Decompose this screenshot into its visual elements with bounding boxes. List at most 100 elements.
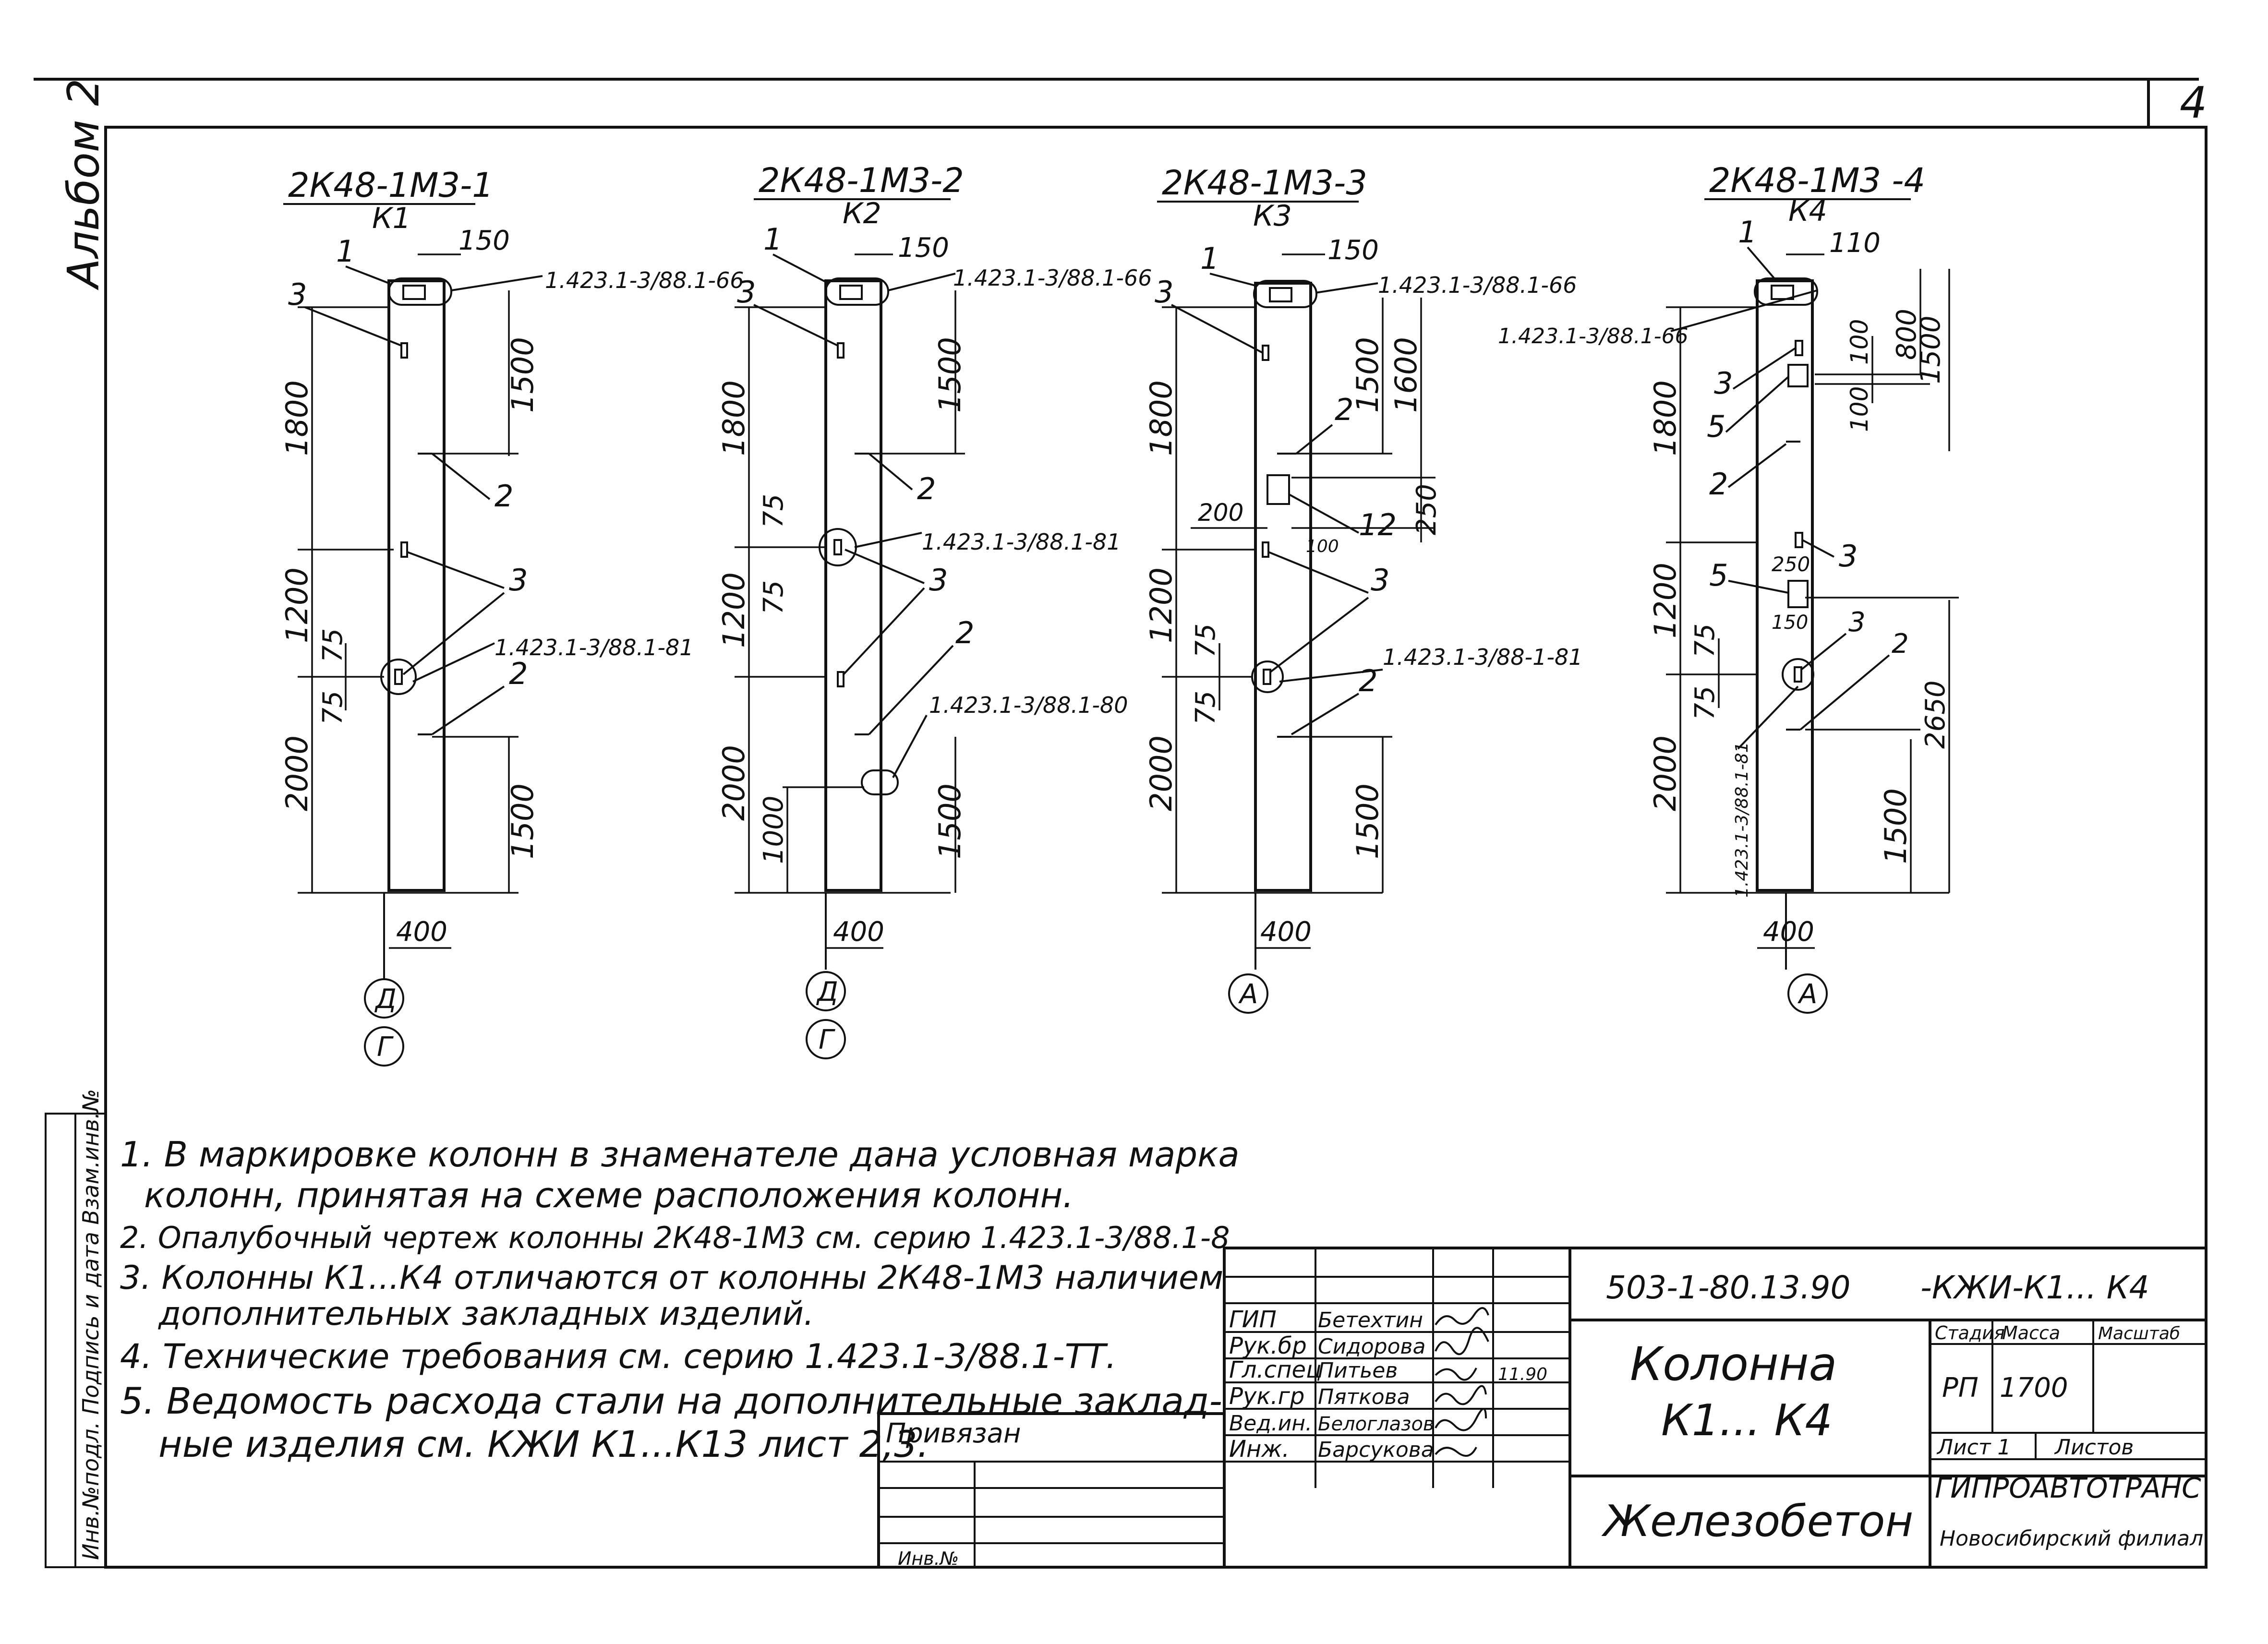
item-label: 12 bbox=[1359, 507, 1397, 542]
column-sub: К4 bbox=[1788, 194, 1827, 228]
leader bbox=[1737, 685, 1799, 750]
note-line: ные изделия см. КЖИ К1...К13 лист 2,3. bbox=[158, 1423, 929, 1465]
person-name: Барсукова bbox=[1318, 1438, 1434, 1462]
item-label: 2 bbox=[1335, 392, 1353, 427]
dim-label: 400 bbox=[396, 916, 447, 948]
leader bbox=[1269, 597, 1369, 673]
leader bbox=[431, 453, 491, 500]
title-block: ГИП Рук.бр Гл.спец Рук.гр Вед.ин. Инж. Б… bbox=[877, 1247, 2208, 1569]
dim-label: 250 bbox=[1411, 484, 1442, 535]
embed-3 bbox=[1262, 345, 1269, 361]
column-k3: 2К48-1М3-3 К3 1800 1200 75 75 2000 1500 … bbox=[1144, 163, 1582, 1014]
leader bbox=[1291, 693, 1360, 735]
dim-label: 1500 bbox=[505, 783, 540, 859]
axis-label: Д bbox=[816, 976, 838, 1008]
dim-label: 1200 bbox=[279, 567, 314, 643]
item-label: 3 bbox=[288, 277, 307, 312]
column-sub: К2 bbox=[843, 197, 881, 230]
leader bbox=[451, 275, 543, 291]
item-label: 3 bbox=[1714, 366, 1733, 401]
leader bbox=[1171, 304, 1263, 354]
embed-2-oval bbox=[861, 769, 899, 795]
dim-label: 75 bbox=[317, 628, 349, 662]
dim-label: 150 bbox=[1327, 235, 1379, 266]
dim-label: 1200 bbox=[1144, 567, 1179, 643]
dim-label: 1500 bbox=[932, 783, 967, 859]
column-body bbox=[1756, 279, 1814, 892]
bound-label: Привязан bbox=[886, 1418, 1021, 1449]
embed-3 bbox=[833, 539, 842, 555]
embed-3 bbox=[1262, 541, 1269, 558]
item-label: 3 bbox=[509, 563, 528, 598]
embed-3 bbox=[1794, 666, 1802, 683]
embed-3 bbox=[1263, 669, 1271, 685]
dim-label: 2650 bbox=[1920, 680, 1951, 749]
dim-label: 75 bbox=[1689, 686, 1721, 720]
leader bbox=[1209, 273, 1256, 287]
leader bbox=[1295, 424, 1333, 455]
dim-label: 1800 bbox=[279, 380, 314, 456]
leader bbox=[1268, 551, 1369, 594]
embed-3 bbox=[837, 671, 844, 687]
album-label: Альбом 2 bbox=[59, 79, 109, 290]
dim-label: 75 bbox=[758, 580, 789, 614]
ref-label: 1.423.1-3/88.1-66 bbox=[1498, 324, 1688, 348]
person-name: Белоглазов bbox=[1318, 1413, 1435, 1435]
dim-label: 1500 bbox=[505, 337, 540, 413]
top-embed bbox=[402, 285, 426, 300]
leader bbox=[1279, 669, 1383, 683]
ref-label: 1.423.1-3/88.1-66 bbox=[545, 267, 744, 293]
role: Гл.спец bbox=[1229, 1356, 1322, 1383]
column-body bbox=[824, 279, 882, 892]
doc-id: -КЖИ-К1... К4 bbox=[1920, 1269, 2149, 1306]
embed-3 bbox=[837, 342, 844, 359]
item-label: 5 bbox=[1709, 558, 1728, 593]
leader bbox=[1799, 654, 1890, 731]
note-line: 3. Колонны К1...К4 отличаются от колонны… bbox=[120, 1259, 1223, 1297]
date: 11.90 bbox=[1498, 1365, 1547, 1384]
embed-3 bbox=[400, 342, 408, 359]
leader bbox=[1802, 539, 1834, 558]
axis-label: Г bbox=[377, 1032, 394, 1063]
leader bbox=[1727, 443, 1787, 488]
dim-label: 1800 bbox=[1144, 380, 1179, 456]
dim-label: 1000 bbox=[758, 795, 789, 864]
dim-label: 150 bbox=[458, 225, 510, 256]
dim-label: 400 bbox=[1763, 916, 1814, 948]
side-stamp-text: Инв.№подл. Подпись и дата Взам.инв.№ bbox=[78, 1089, 104, 1560]
note-line: 2. Опалубочный чертеж колонны 2К48-1М3 с… bbox=[120, 1220, 1230, 1255]
dim-label: 1200 bbox=[716, 572, 751, 648]
column-mark: 2К48-1М3 -4 bbox=[1709, 161, 1925, 200]
dim-label: 2000 bbox=[279, 735, 314, 811]
leader bbox=[1747, 246, 1777, 282]
column-k4: 2К48-1М3 -4 К4 1800 1200 75 75 2000 8 bbox=[1498, 161, 1959, 1014]
dim-label: 1500 bbox=[1350, 337, 1385, 413]
embed-3 bbox=[400, 541, 408, 558]
dim-label: 2000 bbox=[716, 745, 751, 821]
dim-label: 1200 bbox=[1648, 563, 1683, 638]
dim-label: 110 bbox=[1829, 228, 1881, 259]
dim-label: 75 bbox=[317, 691, 349, 725]
sheet-number: 4 bbox=[2180, 78, 2207, 128]
dim-label: 1800 bbox=[1648, 380, 1683, 456]
top-embed-callout bbox=[825, 277, 889, 306]
leader bbox=[1732, 347, 1797, 390]
item-label: 3 bbox=[1371, 563, 1389, 598]
signature bbox=[1435, 1307, 1489, 1326]
item-label: 1 bbox=[1738, 215, 1757, 250]
leader bbox=[854, 532, 922, 548]
axis-label: А bbox=[1798, 979, 1817, 1010]
leader bbox=[1670, 289, 1818, 332]
dim-label: 150 bbox=[898, 232, 949, 264]
role: Рук.гр bbox=[1229, 1383, 1304, 1410]
item-label: 2 bbox=[917, 471, 936, 506]
leader bbox=[1315, 282, 1378, 294]
leader bbox=[1728, 580, 1789, 594]
org-branch: Новосибирский филиал bbox=[1940, 1526, 2203, 1551]
dim-label: 800 bbox=[1891, 309, 1922, 360]
axis-marker bbox=[364, 978, 404, 1019]
axis-marker bbox=[806, 971, 846, 1011]
column-body bbox=[387, 279, 446, 892]
item-label: 1 bbox=[763, 222, 782, 257]
leader bbox=[892, 715, 928, 778]
